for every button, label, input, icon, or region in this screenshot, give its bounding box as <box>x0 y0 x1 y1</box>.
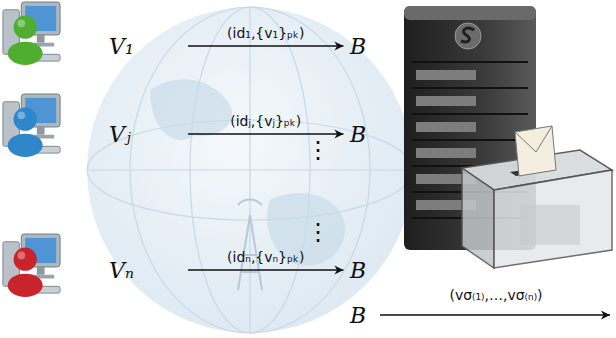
voter-computer <box>3 94 60 157</box>
voter-computer <box>3 2 60 65</box>
party-name: V₁ <box>109 33 187 61</box>
message-arrow <box>188 45 344 46</box>
voter-node: Vⱼ <box>104 117 188 151</box>
bulletin-board-node: B <box>344 29 373 63</box>
party-name: B <box>345 33 372 61</box>
message-label: (idₙ,{vₙ}ₚₖ) <box>227 248 304 266</box>
ellipsis-dots: ⋮ <box>306 136 330 164</box>
antenna-tower <box>238 200 262 290</box>
ellipsis-dots: ⋮ <box>306 218 330 246</box>
ballot-box <box>462 126 612 268</box>
party-name: B <box>345 257 372 285</box>
voter-computer <box>3 234 60 297</box>
party-name: B <box>345 121 372 149</box>
voter-node: Vₙ <box>104 253 188 287</box>
envelope <box>515 126 556 176</box>
output-arrow <box>380 314 610 315</box>
message-arrow <box>188 133 344 134</box>
message-label: (id₁,{v₁}ₚₖ) <box>227 24 304 42</box>
party-name: Vⱼ <box>109 121 187 149</box>
party-name: Vₙ <box>109 257 187 285</box>
voter-node: V₁ <box>104 29 188 63</box>
globe <box>87 7 413 333</box>
tally-label: (vσ₍₁₎,…,vσ₍ₙ₎) <box>449 286 542 304</box>
bulletin-board-node: B <box>344 117 373 151</box>
bulletin-board-node: B <box>344 253 373 287</box>
message-label: (idⱼ,{vⱼ}ₚₖ) <box>230 112 301 130</box>
party-name: B <box>345 302 372 330</box>
bulletin-board-node: B <box>344 298 373 332</box>
message-arrow <box>188 269 344 270</box>
